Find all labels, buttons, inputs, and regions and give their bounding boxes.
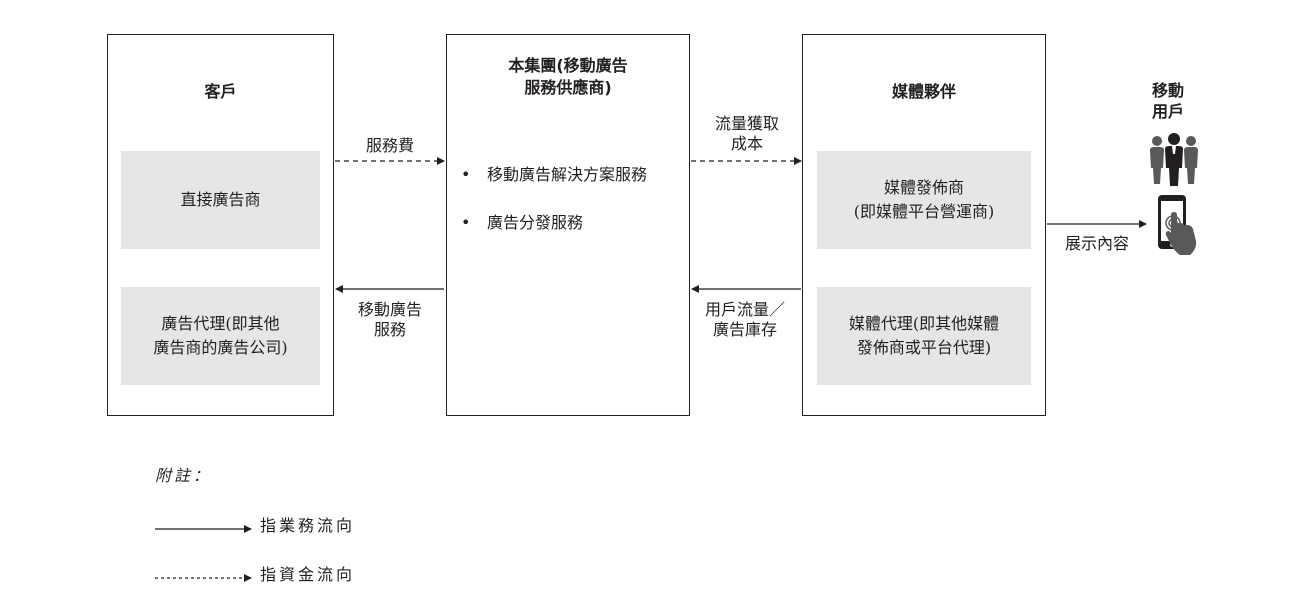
- list-item: 廣告分發服務: [461, 211, 647, 235]
- display-content-label: 展示內容: [1064, 234, 1129, 253]
- list-item: 移動廣告解決方案服務: [461, 163, 647, 187]
- people-group-icon: [1150, 133, 1198, 186]
- direct-advertiser-box: 直接廣告商: [121, 151, 320, 249]
- media-partner-box: 媒體夥伴 媒體發佈商 (即媒體平台營運商) 媒體代理(即其他媒體 發佈商或平台代…: [802, 34, 1046, 416]
- media-agent-box: 媒體代理(即其他媒體 發佈商或平台代理): [817, 287, 1031, 385]
- traffic-cost-label: 流量獲取 成本: [714, 114, 779, 153]
- group-box: 本集團(移動廣告 服務供應商) 移動廣告解決方案服務 廣告分發服務: [446, 34, 690, 416]
- group-title: 本集團(移動廣告 服務供應商): [508, 56, 628, 97]
- group-service-list: 移動廣告解決方案服務 廣告分發服務: [461, 163, 647, 259]
- media-title: 媒體夥伴: [891, 82, 956, 101]
- user-traffic-label: 用戶流量／ 廣告庫存: [704, 300, 785, 339]
- phone-touch-icon: [1158, 195, 1197, 255]
- legend-title: 附註：: [155, 466, 213, 485]
- mobile-ad-service-label: 移動廣告 服務: [357, 300, 422, 339]
- customer-title: 客戶: [204, 82, 237, 101]
- customer-box: 客戶 直接廣告商 廣告代理(即其他 廣告商的廣告公司): [107, 34, 334, 416]
- service-fee-label: 服務費: [365, 136, 414, 155]
- ad-agency-box: 廣告代理(即其他 廣告商的廣告公司): [121, 287, 320, 385]
- legend-business-flow-label: 指業務流向: [260, 516, 356, 535]
- media-publisher-box: 媒體發佈商 (即媒體平台營運商): [817, 151, 1031, 249]
- legend-fund-flow-label: 指資金流向: [260, 565, 356, 584]
- mobile-user-title: 移動 用戶: [1151, 81, 1184, 121]
